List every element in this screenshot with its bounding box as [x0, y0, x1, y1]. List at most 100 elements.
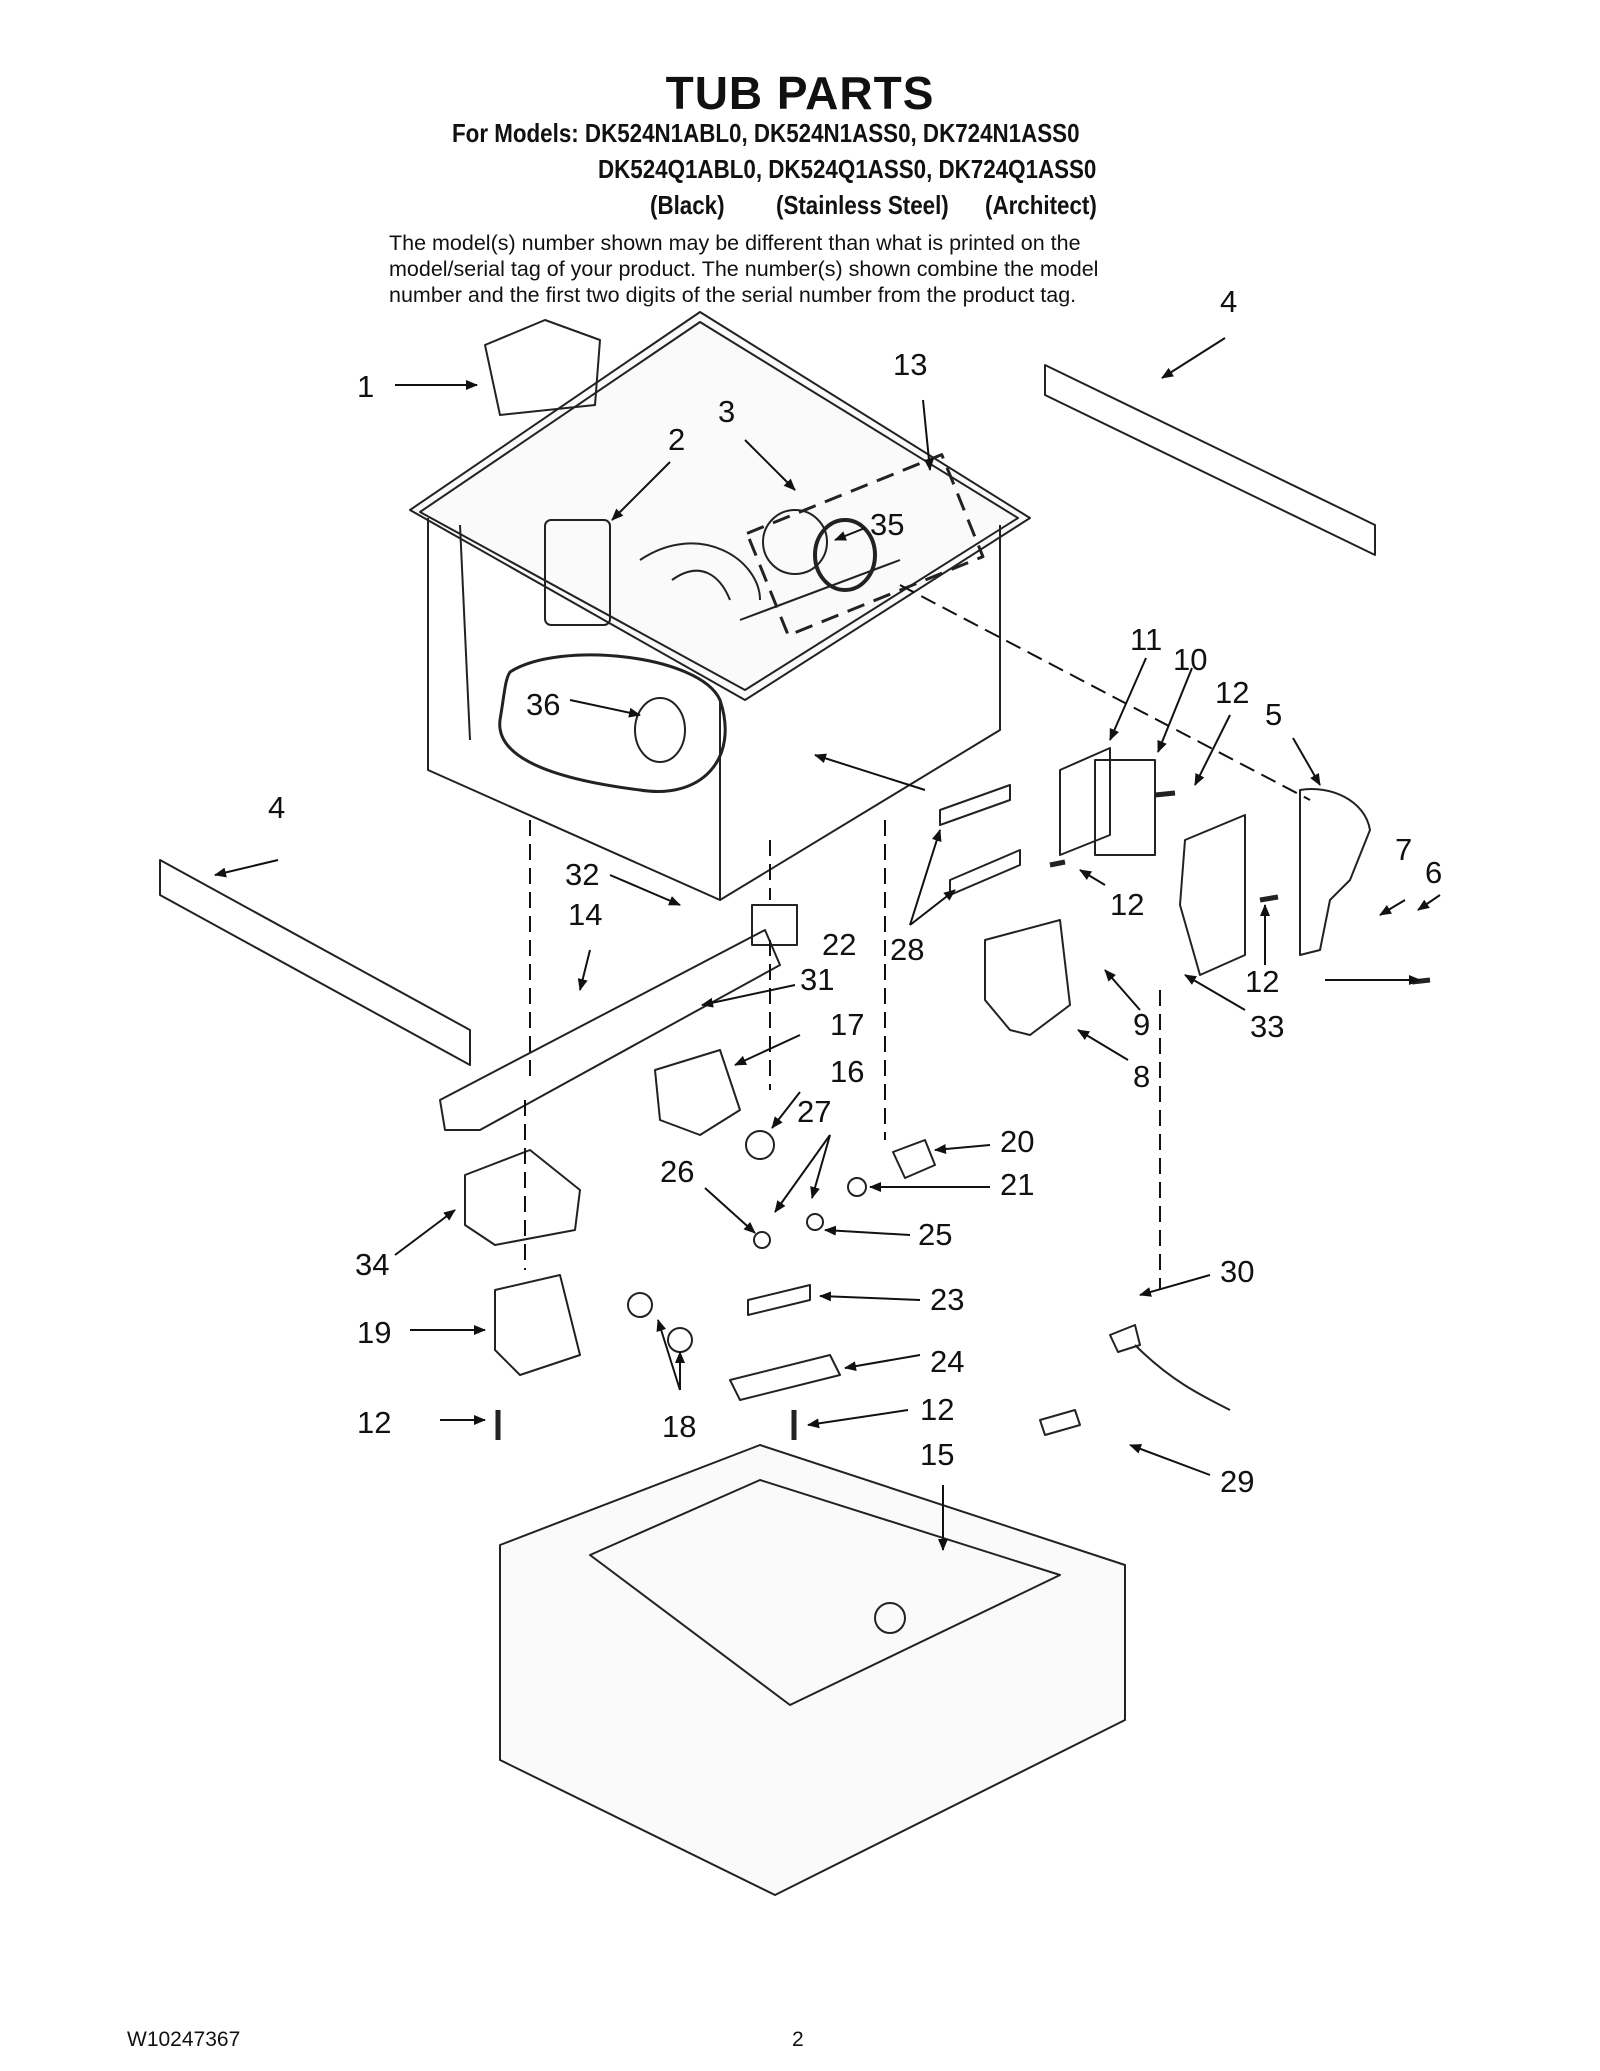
callout-25: 25	[918, 1217, 952, 1252]
callout-27: 27	[797, 1094, 831, 1129]
leader-17	[734, 1034, 801, 1066]
leader-27a	[774, 1134, 831, 1213]
leader-28a	[909, 829, 942, 926]
callout-31: 31	[800, 962, 834, 997]
callout-32: 32	[565, 857, 599, 892]
seal-ring-part	[813, 518, 877, 592]
bracket-part-23	[747, 1284, 811, 1316]
leader-8	[1077, 1029, 1129, 1061]
leader-12-mid	[1079, 869, 1106, 886]
washer-part-26	[753, 1231, 771, 1249]
gasket-part-21	[847, 1177, 867, 1197]
callout-12b: 12	[1110, 887, 1144, 922]
leader-12-top	[1194, 714, 1231, 786]
bracket-part-28b	[949, 849, 1021, 896]
screw-12c	[1259, 894, 1279, 903]
callout-10: 10	[1173, 642, 1207, 677]
callout-15: 15	[920, 1437, 954, 1472]
connector-part-29	[1039, 1409, 1081, 1436]
wash-gasket-part	[498, 653, 727, 793]
leader-28b	[909, 889, 956, 926]
callout-20: 20	[1000, 1124, 1034, 1159]
models-line-2: DK524Q1ABL0, DK524Q1ASS0, DK724Q1ASS0	[598, 154, 1097, 184]
callout-21: 21	[1000, 1167, 1034, 1202]
callout-22: 22	[822, 927, 856, 962]
heater-control-part	[544, 519, 611, 626]
leader-31	[701, 984, 796, 1008]
note-line-1: The model(s) number shown may be differe…	[389, 231, 1081, 255]
dashed-box-3	[745, 453, 985, 637]
callout-7: 7	[1395, 832, 1412, 867]
callout-2: 2	[668, 422, 685, 457]
leader-24	[844, 1354, 921, 1372]
pump-part-17	[654, 1049, 741, 1136]
callout-12a: 12	[1215, 675, 1249, 710]
note-line-3: number and the first two digits of the s…	[389, 283, 1077, 307]
callout-30: 30	[1220, 1254, 1254, 1289]
filter-part	[762, 509, 828, 575]
callout-6: 6	[1425, 855, 1442, 890]
leader-13	[922, 399, 934, 471]
clamp-part-18a	[627, 1292, 653, 1318]
bracket-part-11	[1059, 747, 1111, 856]
callout-14: 14	[568, 897, 602, 932]
switch-part	[1094, 759, 1156, 856]
screw-12b	[1049, 859, 1066, 868]
leader-33	[1184, 974, 1246, 1011]
leader-29	[1129, 1444, 1211, 1476]
screw-12a	[1154, 790, 1176, 798]
leader-22	[814, 753, 926, 791]
leader-16	[771, 1091, 801, 1129]
footer-part-number: W10247367	[127, 2028, 241, 2051]
callout-26: 26	[660, 1154, 694, 1189]
callout-36: 36	[526, 687, 560, 722]
rail-lower-part	[159, 859, 471, 1066]
callout-17: 17	[830, 1007, 864, 1042]
leader-30	[1139, 1274, 1211, 1297]
base-pan-part-15	[499, 1444, 1126, 1896]
callout-12c: 12	[1245, 964, 1279, 999]
bracket-part-24	[729, 1354, 841, 1401]
callout-13: 13	[893, 347, 927, 382]
callout-33: 33	[1250, 1009, 1284, 1044]
base-part-14	[439, 929, 781, 1131]
callout-8: 8	[1133, 1059, 1150, 1094]
leader-12-center	[807, 1409, 909, 1429]
leader-20	[934, 1144, 991, 1154]
leader-6	[1417, 894, 1441, 911]
leader-4a	[1161, 337, 1226, 379]
leader-11	[1109, 657, 1147, 741]
sensor-part-22	[751, 904, 798, 946]
shield-part-33	[1179, 814, 1246, 976]
finish-stainless: (Stainless Steel)	[776, 190, 949, 220]
callout-4b: 4	[268, 790, 285, 825]
callout-28: 28	[890, 932, 924, 967]
leader-32	[609, 874, 681, 906]
callout-1: 1	[357, 369, 374, 404]
note-line-2: model/serial tag of your product. The nu…	[389, 257, 1099, 281]
footer-page-number: 2	[792, 2028, 804, 2051]
leader-23	[819, 1291, 921, 1302]
callout-24: 24	[930, 1344, 964, 1379]
callout-35: 35	[870, 507, 904, 542]
models-line-1: For Models: DK524N1ABL0, DK524N1ASS0, DK…	[452, 118, 1080, 148]
leader-9	[1104, 969, 1141, 1011]
harness-part-30	[1134, 1344, 1231, 1411]
vent-part	[1299, 788, 1371, 956]
model-number-note: The model(s) number shown may be differe…	[389, 230, 1249, 308]
callout-9: 9	[1133, 1007, 1150, 1042]
leader-36	[569, 699, 641, 718]
callout-12d: 12	[357, 1405, 391, 1440]
leader-18a	[656, 1319, 681, 1391]
detergent-part-8	[984, 919, 1071, 1036]
callout-12e: 12	[920, 1392, 954, 1427]
rail-upper-part	[1044, 364, 1376, 556]
leader-25	[824, 1225, 911, 1236]
bracket-part-1	[484, 319, 601, 416]
leader-4b	[214, 859, 279, 878]
fitting-part-20	[892, 1139, 936, 1179]
callout-11: 11	[1130, 622, 1162, 657]
leader-34	[394, 1209, 456, 1256]
clamp-part-16	[745, 1130, 775, 1160]
shield-part-34	[464, 1149, 581, 1246]
